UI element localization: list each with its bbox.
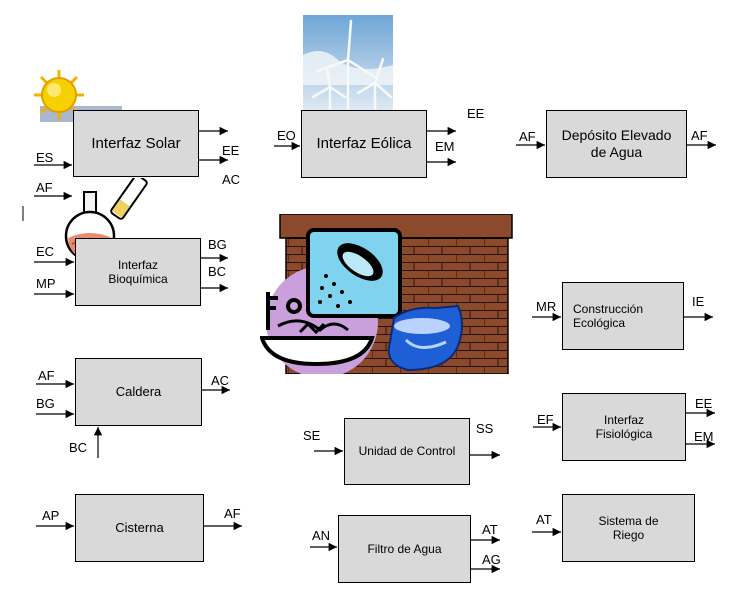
signal-label-solar-ac: AC xyxy=(222,172,241,187)
signal-label-bio-ec: EC xyxy=(36,244,55,259)
signal-label-bio-af: AF xyxy=(36,180,53,195)
signal-label-filtro-an: AN xyxy=(312,528,331,543)
block-cisterna: Cisterna xyxy=(75,494,204,562)
signal-label-filtro-at: AT xyxy=(482,522,498,537)
signal-label-bio-bc: BC xyxy=(208,264,227,279)
signal-label-solar-es: ES xyxy=(36,150,54,165)
signal-label-riego-at: AT xyxy=(536,512,552,527)
signal-label-deposito-af-in: AF xyxy=(519,129,536,144)
bathroom-icon xyxy=(260,214,513,374)
block-unidad-de-control: Unidad de Control xyxy=(344,418,470,485)
signal-label-filtro-ag: AG xyxy=(482,552,501,567)
block-caldera: Caldera xyxy=(75,358,202,426)
block-construccion-ecologica: Construcción Ecológica xyxy=(562,282,684,350)
signal-label-control-se: SE xyxy=(303,428,321,443)
block-interfaz-eolica: Interfaz Eólica xyxy=(301,110,427,178)
signal-label-eolica-ee: EE xyxy=(467,106,485,121)
block-sistema-de-riego: Sistema de Riego xyxy=(562,494,695,562)
signal-label-bio-mp: MP xyxy=(36,276,56,291)
signal-label-deposito-af-out: AF xyxy=(691,128,708,143)
block-interfaz-solar: Interfaz Solar xyxy=(73,110,199,177)
signal-label-construccion-mr: MR xyxy=(536,299,557,314)
signal-label-caldera-bg: BG xyxy=(36,396,55,411)
block-deposito-elevado: Depósito Elevado de Agua xyxy=(546,110,687,178)
signal-label-cisterna-af: AF xyxy=(224,506,241,521)
wind-turbines-icon xyxy=(303,15,393,111)
signal-label-fisio-em: EM xyxy=(694,429,714,444)
signal-label-caldera-af: AF xyxy=(38,368,55,383)
signal-label-eolica-em: EM xyxy=(435,139,455,154)
signal-label-caldera-bc: BC xyxy=(69,440,88,455)
signal-label-eolica-eo: EO xyxy=(277,128,296,143)
signal-label-caldera-ac: AC xyxy=(211,373,230,388)
signal-label-solar-ee: EE xyxy=(222,143,240,158)
signal-label-fisio-ee: EE xyxy=(695,396,713,411)
signal-label-bio-bg: BG xyxy=(208,237,227,252)
signal-label-construccion-ie: IE xyxy=(692,294,705,309)
signal-label-fisio-ef: EF xyxy=(537,412,554,427)
block-interfaz-bioquimica: Interfaz Bioquímica xyxy=(75,238,201,306)
block-filtro-de-agua: Filtro de Agua xyxy=(338,515,471,583)
signal-label-cisterna-ap: AP xyxy=(42,508,60,523)
block-interfaz-fisiologica: Interfaz Fisiológica xyxy=(562,393,686,461)
signal-label-control-ss: SS xyxy=(476,421,494,436)
